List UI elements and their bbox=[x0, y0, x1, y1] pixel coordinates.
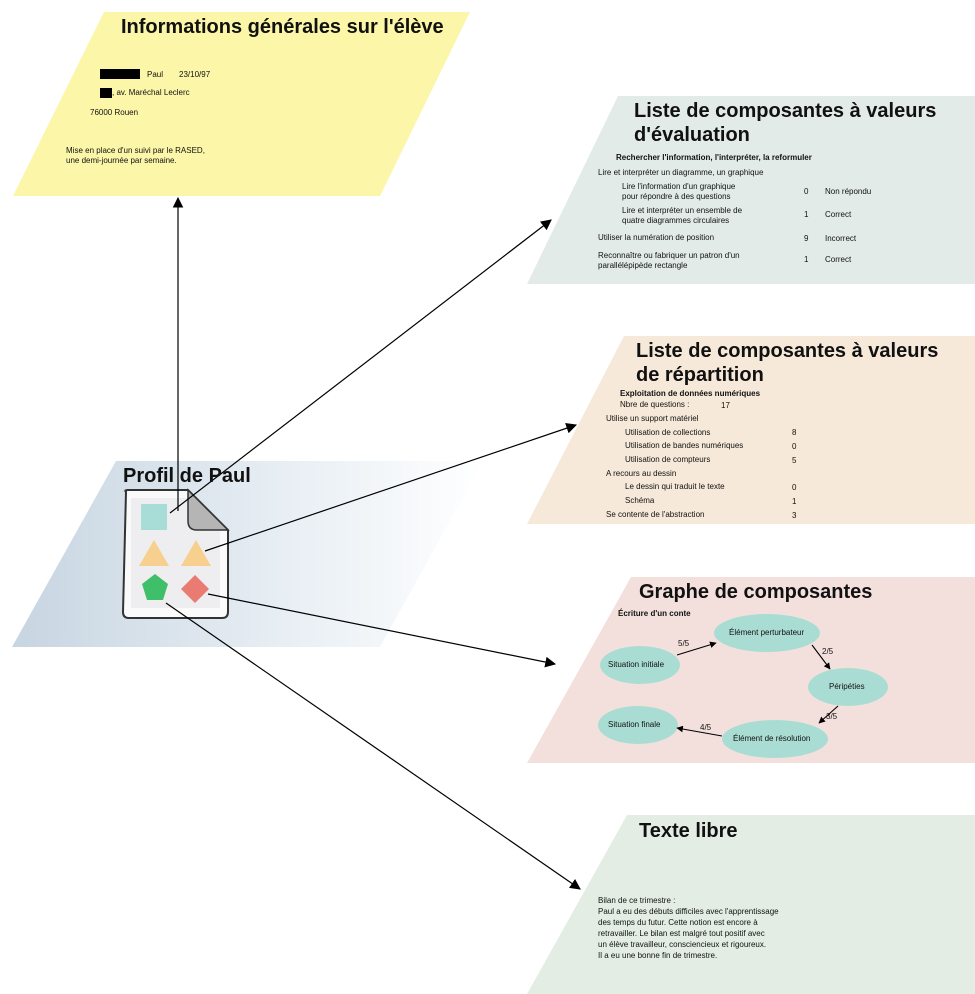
evaluation-row-label: Lire l'information d'un graphique bbox=[622, 182, 736, 191]
student-name: Paul bbox=[147, 70, 164, 79]
profile-title: Profil de Paul bbox=[123, 465, 251, 487]
evaluation-row-label: quatre diagrammes circulaires bbox=[622, 216, 730, 225]
evaluation-row-value: 9 bbox=[804, 234, 809, 243]
node-label-situation-initiale: Situation initiale bbox=[608, 660, 665, 669]
graphe-title: Graphe de composantes bbox=[639, 581, 873, 603]
evaluation-row-status: Correct bbox=[825, 255, 852, 264]
connector-arrows bbox=[165, 196, 581, 890]
repartition-row-value: 8 bbox=[792, 428, 797, 437]
evaluation-row-value: 0 bbox=[804, 187, 809, 196]
repartition-row-label: Utilisation de bandes numériques bbox=[625, 441, 744, 450]
green-pentagon-shape bbox=[142, 574, 168, 600]
texte-line: un élève travailleur, consciencieux et r… bbox=[598, 940, 767, 949]
redacted-number bbox=[100, 88, 112, 98]
repartition-abstraction-value: 3 bbox=[792, 511, 797, 520]
arrow-to-evaluation bbox=[169, 219, 552, 514]
repartition-row-label: Utilisation de collections bbox=[625, 428, 711, 437]
repartition-row-value: 0 bbox=[792, 442, 797, 451]
evaluation-title-line1: Liste de composantes à valeurs bbox=[634, 100, 937, 122]
texte-title: Texte libre bbox=[639, 820, 738, 842]
student-street: , av. Maréchal Leclerc bbox=[112, 88, 190, 97]
repartition-row-label: Schéma bbox=[625, 496, 655, 505]
orange-triangle-shape-2 bbox=[181, 540, 211, 566]
edge-label: 2/5 bbox=[822, 647, 834, 656]
graphe-subtitle: Écriture d'un conte bbox=[618, 609, 691, 618]
evaluation-row-value: 1 bbox=[804, 255, 809, 264]
node-label-situation-finale: Situation finale bbox=[608, 720, 661, 729]
infos-note-line1: Mise en place d'un suivi par le RASED, bbox=[66, 146, 205, 155]
repartition-row-label: Le dessin qui traduit le texte bbox=[625, 482, 725, 491]
evaluation-row-label: Utiliser la numération de position bbox=[598, 233, 715, 242]
edge-label: 3/5 bbox=[826, 712, 838, 721]
infos-note-line2: une demi-journée par semaine. bbox=[66, 156, 177, 165]
repartition-group1: Utilise un support matériel bbox=[606, 414, 699, 423]
teal-square-shape bbox=[141, 504, 167, 530]
evaluation-row-label: pour répondre à des questions bbox=[622, 192, 731, 201]
node-label-element-resolution: Élément de résolution bbox=[733, 734, 811, 743]
arrow-to-graphe bbox=[207, 593, 557, 668]
evaluation-row-status: Non répondu bbox=[825, 187, 872, 196]
node-situation-finale bbox=[598, 706, 678, 744]
arrow-to-texte bbox=[165, 602, 581, 890]
evaluation-group1: Lire et interpréter un diagramme, un gra… bbox=[598, 168, 764, 177]
graph-nodes bbox=[598, 614, 888, 758]
repartition-subtitle: Exploitation de données numériques bbox=[620, 389, 761, 398]
node-label-peripeties: Péripéties bbox=[829, 682, 865, 691]
repartition-title-line1: Liste de composantes à valeurs bbox=[636, 340, 939, 362]
infos-panel bbox=[13, 12, 470, 196]
node-situation-initiale bbox=[600, 646, 680, 684]
repartition-nbre-value: 17 bbox=[721, 401, 730, 410]
red-diamond-shape bbox=[181, 575, 209, 603]
evaluation-row-status: Incorrect bbox=[825, 234, 857, 243]
repartition-nbre-label: Nbre de questions : bbox=[620, 400, 690, 409]
texte-line: Il a eu une bonne fin de trimestre. bbox=[598, 951, 718, 960]
repartition-group2: A recours au dessin bbox=[606, 469, 677, 478]
evaluation-panel bbox=[527, 96, 975, 284]
edge-label: 4/5 bbox=[700, 723, 712, 732]
repartition-title-line2: de répartition bbox=[636, 364, 764, 386]
texte-line: retravailler. Le bilan est malgré tout p… bbox=[598, 929, 765, 938]
edge-label: 5/5 bbox=[678, 639, 690, 648]
repartition-row-value: 1 bbox=[792, 497, 797, 506]
node-element-resolution bbox=[722, 720, 828, 758]
evaluation-row-label: Reconnaître ou fabriquer un patron d'un bbox=[598, 251, 740, 260]
node-label-element-perturbateur: Élément perturbateur bbox=[729, 628, 805, 637]
texte-line: des temps du futur. Cette notion est enc… bbox=[598, 918, 758, 927]
node-peripeties bbox=[808, 668, 888, 706]
node-element-perturbateur bbox=[714, 614, 820, 652]
evaluation-title-line2: d'évaluation bbox=[634, 124, 750, 146]
repartition-row-label: Utilisation de compteurs bbox=[625, 455, 711, 464]
profile-panel bbox=[12, 461, 483, 647]
infos-title: Informations générales sur l'élève bbox=[121, 16, 444, 38]
evaluation-subtitle: Rechercher l'information, l'interpréter,… bbox=[616, 153, 812, 162]
document-icon bbox=[121, 488, 230, 619]
texte-panel bbox=[527, 815, 975, 994]
texte-line: Bilan de ce trimestre : bbox=[598, 896, 676, 905]
evaluation-row-label: Lire et interpréter un ensemble de bbox=[622, 206, 743, 215]
texte-line: Paul a eu des débuts difficiles avec l'a… bbox=[598, 907, 779, 916]
evaluation-row-status: Correct bbox=[825, 210, 852, 219]
evaluation-row-value: 1 bbox=[804, 210, 809, 219]
graph-edges bbox=[676, 641, 839, 737]
repartition-row-value: 5 bbox=[792, 456, 797, 465]
repartition-abstraction-label: Se contente de l'abstraction bbox=[606, 510, 705, 519]
repartition-panel bbox=[527, 336, 975, 524]
arrow-to-repartition bbox=[204, 423, 578, 552]
student-birthdate: 23/10/97 bbox=[179, 70, 211, 79]
evaluation-row-label: parallélépipède rectangle bbox=[598, 261, 688, 270]
redacted-name bbox=[100, 69, 140, 79]
student-city: 76000 Rouen bbox=[90, 108, 139, 117]
orange-triangle-shape bbox=[139, 540, 169, 566]
repartition-row-value: 0 bbox=[792, 483, 797, 492]
